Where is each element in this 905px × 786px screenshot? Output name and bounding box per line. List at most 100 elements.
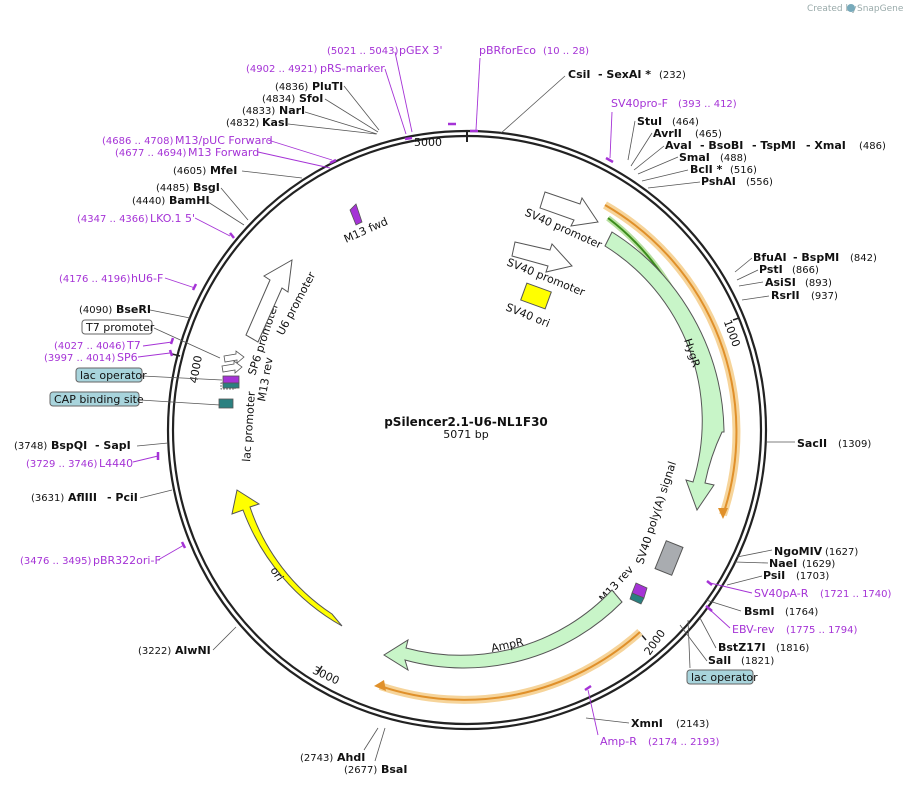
svg-text:(4027 .. 4046): (4027 .. 4046) — [54, 341, 126, 352]
feature-m13-rev-left[interactable] — [222, 375, 240, 389]
site-label-bcli[interactable]: BclI * (516) — [690, 163, 757, 176]
site-label-bstz17i[interactable]: BstZ17I (1816) — [718, 641, 809, 654]
svg-text:L4440: L4440 — [99, 457, 133, 470]
svg-text:M13/pUC Forward: M13/pUC Forward — [175, 134, 273, 147]
site-label-mfei[interactable]: (4605) MfeI — [173, 164, 237, 177]
svg-text:(3476 .. 3495): (3476 .. 3495) — [20, 556, 92, 567]
primer-label-ebvrev[interactable]: EBV-rev (1775 .. 1794) — [732, 623, 858, 636]
primer-label-pgex3[interactable]: (5021 .. 5043) pGEX 3' — [327, 44, 443, 57]
feature-sv40-ori[interactable] — [520, 282, 552, 310]
primer-label-hu6f[interactable]: (4176 .. 4196) hU6-F — [59, 272, 163, 285]
site-label-csii[interactable]: CsiI - SexAI * (232) — [568, 68, 686, 81]
site-label-nari[interactable]: (4833) NarI — [242, 104, 305, 117]
svg-text:XmnI: XmnI — [631, 717, 663, 730]
site-label-bsai[interactable]: (2677) BsaI — [344, 763, 407, 776]
svg-text:AlwNI: AlwNI — [175, 644, 211, 657]
feature-ampr[interactable] — [383, 589, 623, 672]
svg-text:PluTI: PluTI — [312, 80, 343, 93]
feature-label-ori: ori — [267, 565, 286, 584]
primer-label-ampr[interactable]: Amp-R (2174 .. 2193) — [600, 735, 720, 748]
site-label-smai[interactable]: SmaI (488) — [679, 151, 747, 164]
svg-text:SV40pA-R: SV40pA-R — [754, 587, 809, 600]
site-label-avai[interactable]: AvaI - BsoBI - TspMI - XmaI (486) — [665, 139, 886, 152]
primer-label-sp6[interactable]: (3997 .. 4014) SP6 — [44, 351, 138, 364]
site-label-alwni[interactable]: (3222) AlwNI — [138, 644, 211, 657]
svg-text:(4902 .. 4921): (4902 .. 4921) — [246, 64, 318, 75]
boxed-label-lac-operator-left[interactable]: lac operator — [75, 367, 147, 383]
svg-text:AsiSI: AsiSI — [765, 276, 796, 289]
boxed-label-lac-operator-right[interactable]: lac operator — [686, 669, 758, 685]
svg-text:(488): (488) — [720, 153, 747, 164]
svg-text:LKO.1 5': LKO.1 5' — [150, 212, 195, 225]
primer-label-l4440[interactable]: (3729 .. 3746) L4440 — [26, 457, 133, 470]
site-label-psti[interactable]: PstI (866) — [759, 263, 819, 276]
svg-text:CsiI: CsiI — [568, 68, 590, 81]
site-label-bamhi[interactable]: (4440) BamHI — [132, 194, 210, 207]
primer-label-m13puc[interactable]: (4686 .. 4708) M13/pUC Forward — [102, 134, 273, 147]
svg-text:(4834): (4834) — [262, 94, 295, 105]
site-label-pluti[interactable]: (4836) PluTI — [275, 80, 343, 93]
svg-text:pGEX 3': pGEX 3' — [399, 44, 443, 57]
ruler-3000: 3000 — [310, 664, 341, 688]
ruler: 1000 2000 3000 4000 5000 — [171, 130, 743, 688]
svg-text:(464): (464) — [672, 117, 699, 128]
site-label-bfuai[interactable]: BfuAI - BspMI (842) — [753, 251, 877, 264]
site-label-bseri[interactable]: (4090) BseRI — [79, 303, 151, 316]
feature-hygr[interactable] — [604, 231, 725, 512]
svg-text:BfuAI: BfuAI — [753, 251, 787, 264]
svg-text:BamHI: BamHI — [169, 194, 210, 207]
svg-text:(5021 .. 5043): (5021 .. 5043) — [327, 46, 399, 57]
feature-ori[interactable] — [231, 489, 343, 627]
primer-label-lko1[interactable]: (4347 .. 4366) LKO.1 5' — [77, 212, 195, 225]
site-label-afliii[interactable]: (3631) AflIII - PciI — [31, 491, 138, 504]
svg-text:(556): (556) — [746, 177, 773, 188]
site-label-ahdi[interactable]: (2743) AhdI — [300, 751, 365, 764]
feature-m13-fwd[interactable] — [349, 203, 363, 226]
site-label-asisi[interactable]: AsiSI (893) — [765, 276, 832, 289]
svg-text:MfeI: MfeI — [210, 164, 237, 177]
svg-text:NarI: NarI — [279, 104, 305, 117]
boxed-label-t7-promoter[interactable]: T7 promoter — [81, 319, 155, 335]
primer-label-m13fwd[interactable]: (4677 .. 4694) M13 Forward — [115, 146, 259, 159]
site-label-ngomiv[interactable]: NgoMIV (1627) — [774, 545, 858, 558]
feature-sv40-promoter-1[interactable] — [539, 191, 599, 227]
feature-sv40-promoter-2[interactable] — [511, 241, 573, 273]
site-label-naei[interactable]: NaeI (1629) — [769, 557, 835, 570]
site-label-pshai[interactable]: PshAI (556) — [701, 175, 773, 188]
site-label-sali[interactable]: SalI (1821) — [708, 654, 774, 667]
svg-text:M13 Forward: M13 Forward — [188, 146, 259, 159]
site-label-rsrii[interactable]: RsrII (937) — [771, 289, 838, 302]
feature-u6-promoter[interactable] — [245, 259, 293, 343]
svg-text:(3748): (3748) — [14, 441, 47, 452]
svg-text:(3631): (3631) — [31, 493, 64, 504]
primer-label-pbr322[interactable]: (3476 .. 3495) pBR322ori-F — [20, 554, 161, 567]
svg-text:(4176 .. 4196): (4176 .. 4196) — [59, 274, 131, 285]
site-label-avrii[interactable]: AvrII (465) — [653, 127, 722, 140]
svg-text:PstI: PstI — [759, 263, 783, 276]
site-label-kasi[interactable]: (4832) KasI — [226, 116, 289, 129]
feature-m13-rev-right[interactable] — [629, 582, 648, 605]
boxed-label-cap-binding[interactable]: CAP binding site — [49, 391, 144, 407]
site-label-sacii[interactable]: SacII (1309) — [797, 437, 871, 450]
site-label-xmni[interactable]: XmnI (2143) — [631, 717, 709, 730]
site-label-bsmi[interactable]: BsmI (1764) — [744, 605, 818, 618]
site-label-bspqi[interactable]: (3748) BspQI - SapI — [14, 439, 131, 452]
feature-sv40-polya[interactable] — [654, 540, 684, 576]
svg-text:pBRforEco: pBRforEco — [479, 44, 536, 57]
snapgene-logo-icon — [847, 4, 855, 12]
svg-text:T7 promoter: T7 promoter — [85, 321, 155, 334]
primer-label-t7[interactable]: (4027 .. 4046) T7 — [54, 339, 141, 352]
svg-text:SfoI: SfoI — [299, 92, 323, 105]
primer-label-prsmarker[interactable]: (4902 .. 4921) pRS-marker — [246, 62, 385, 75]
svg-text:(4605): (4605) — [173, 166, 206, 177]
primer-label-sv40prof[interactable]: SV40pro-F (393 .. 412) — [611, 97, 737, 110]
site-label-sfoi[interactable]: (4834) SfoI — [262, 92, 323, 105]
site-label-stui[interactable]: StuI (464) — [637, 115, 699, 128]
site-label-psii[interactable]: PsiI (1703) — [763, 569, 829, 582]
primer-label-sv40par[interactable]: SV40pA-R (1721 .. 1740) — [754, 587, 892, 600]
primer-label-pbrforeco[interactable]: pBRforEco (10 .. 28) — [479, 44, 589, 57]
svg-text:(4440): (4440) — [132, 196, 165, 207]
feature-sp6-promoter[interactable] — [221, 350, 245, 374]
svg-text:lac operator: lac operator — [80, 369, 147, 382]
site-label-bsgi[interactable]: (4485) BsgI — [156, 181, 220, 194]
